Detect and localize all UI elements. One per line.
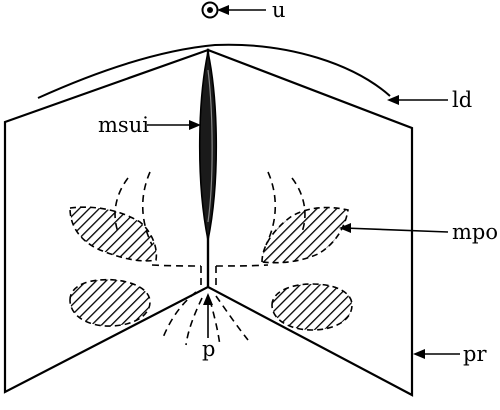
hatched-region-lower-left xyxy=(69,278,151,327)
label-p: p xyxy=(202,337,215,361)
point-u-marker xyxy=(201,1,219,19)
label-pr: pr xyxy=(463,342,487,366)
arrow-p xyxy=(203,293,213,338)
arrow-mpo xyxy=(339,223,449,233)
arrow-msui xyxy=(147,120,201,130)
outline-curve-ld xyxy=(37,43,391,99)
hatched-region-lower-right xyxy=(271,283,353,331)
label-mpo: mpo xyxy=(452,220,498,244)
hatched-region-upper-right xyxy=(261,206,349,264)
arrow-pr xyxy=(413,349,460,359)
hatched-region-upper-left xyxy=(69,206,158,262)
arrow-u xyxy=(217,5,266,15)
msui-structure xyxy=(198,51,218,241)
label-u: u xyxy=(272,0,286,22)
label-msui: msui xyxy=(98,113,149,137)
label-ld: ld xyxy=(452,88,472,112)
arrow-ld xyxy=(387,95,448,105)
